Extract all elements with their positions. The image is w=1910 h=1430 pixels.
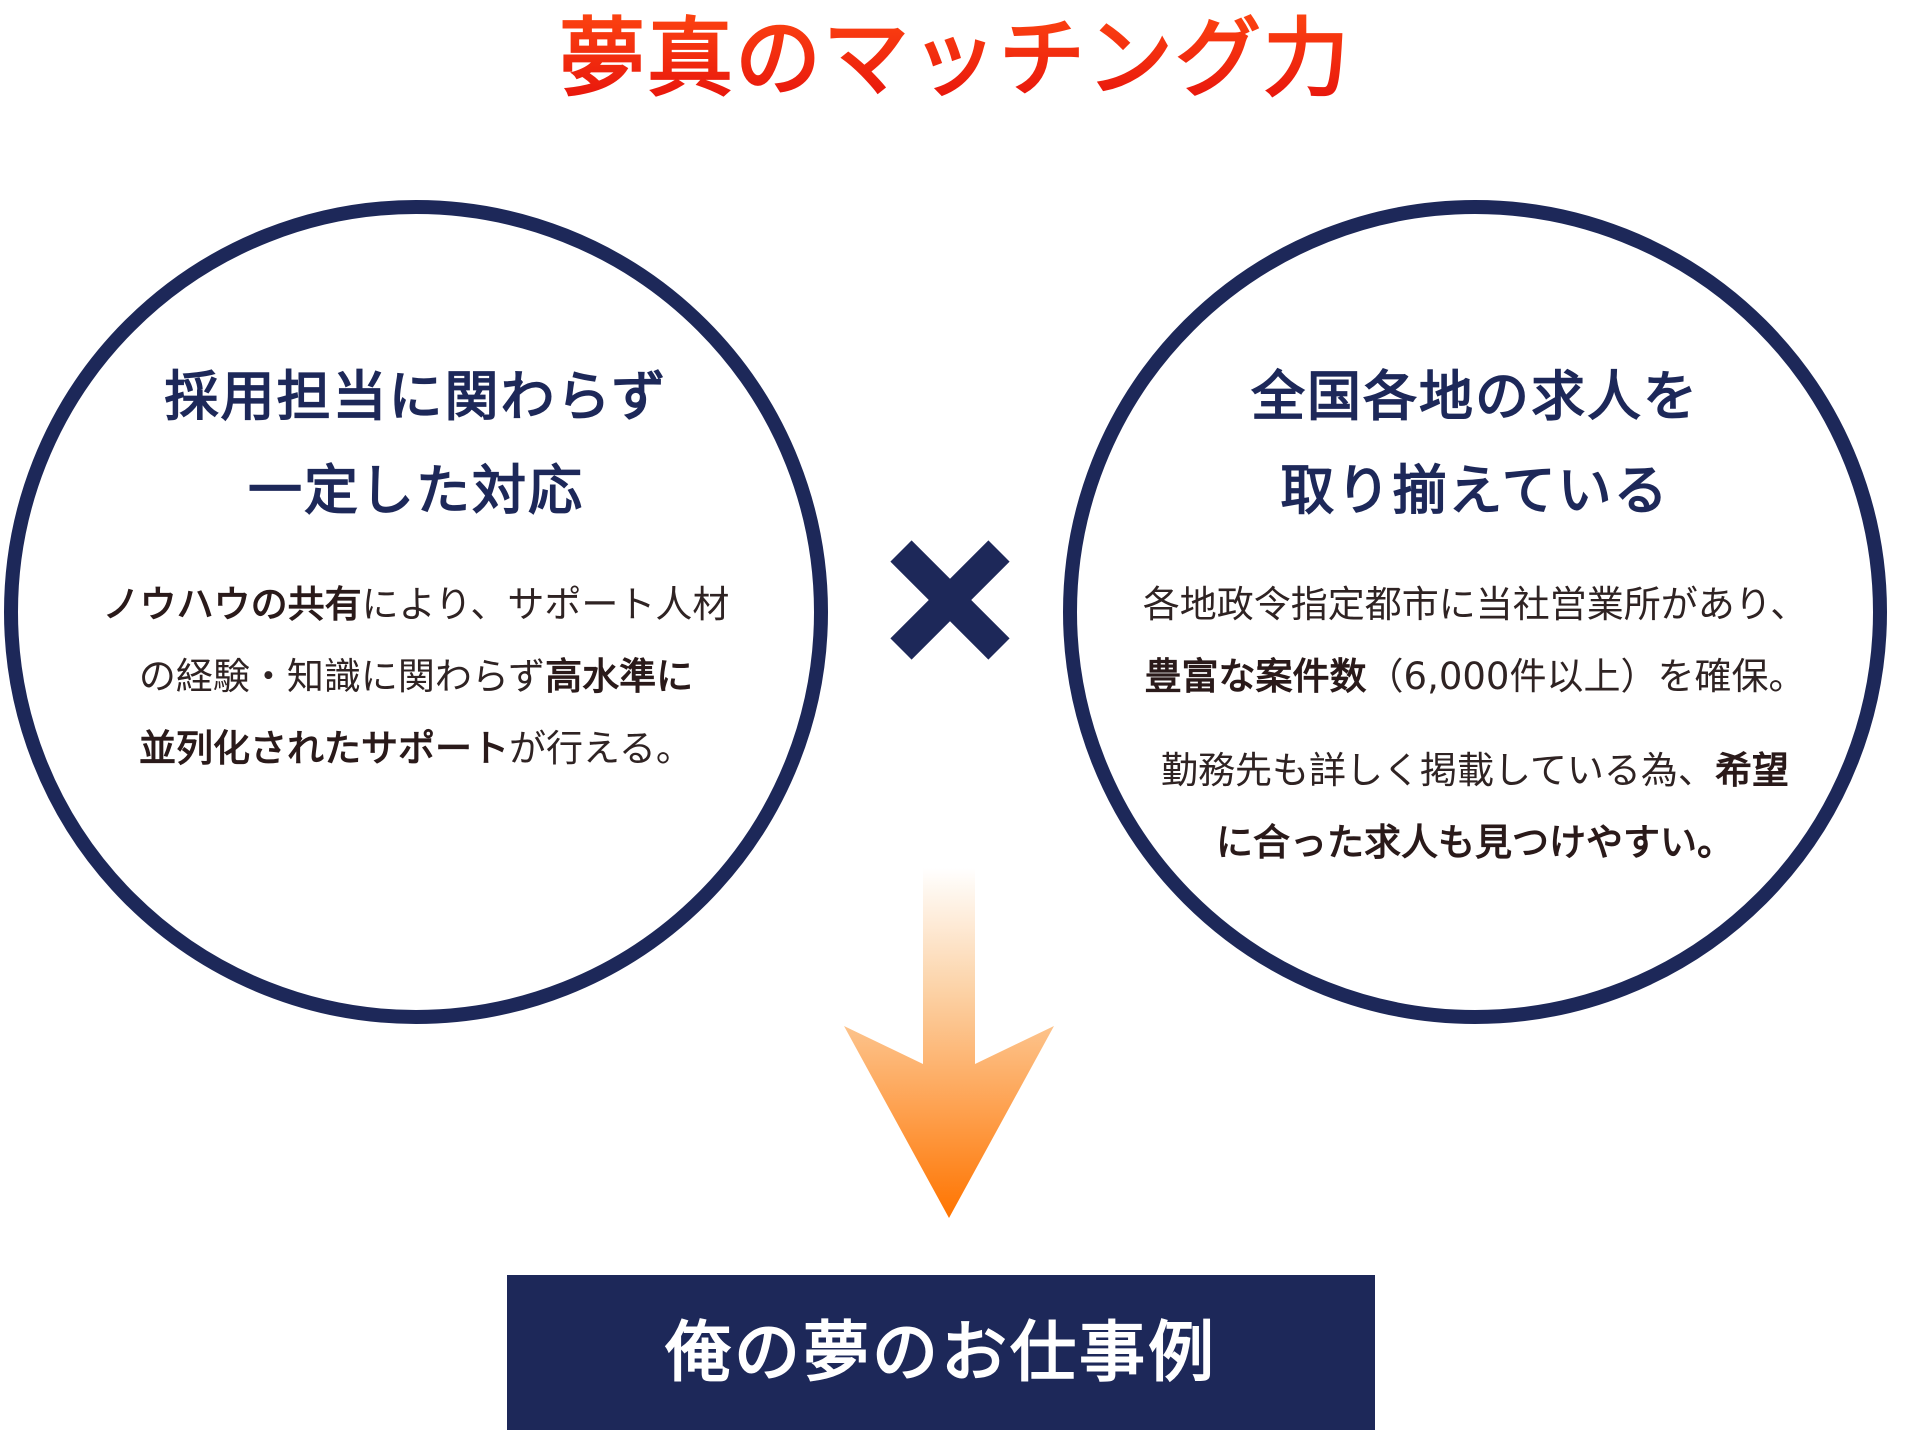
left-body-line1-bold: ノウハウの共有 [102,583,362,626]
right-body-p1-line2-bold: 豊富な案件数 [1144,655,1367,698]
left-feature-circle: 採用担当に関わらず 一定した対応 ノウハウの共有により、サポート人材 の経験・知… [4,200,828,1024]
left-body-line3: 並列化されたサポートが行える。 [58,713,774,785]
left-circle-heading: 採用担当に関わらず 一定した対応 [18,350,814,538]
right-feature-circle: 全国各地の求人を 取り揃えている 各地政令指定都市に当社営業所があり、 豊富な案… [1063,200,1887,1024]
right-body-p1-line2-rest: （6,000件以上）を確保。 [1366,655,1806,698]
right-body-p2-line2-bold: に合った求人も見つけやすい。 [1216,821,1734,864]
left-heading-line2: 一定した対応 [248,459,584,522]
right-body-p2-line1: 勤務先も詳しく掲載している為、希望 [1117,735,1833,807]
right-heading-line1: 全国各地の求人を [1251,365,1699,428]
down-arrow-icon [844,868,1054,1218]
left-circle-body: ノウハウの共有により、サポート人材 の経験・知識に関わらず高水準に 並列化された… [58,569,774,785]
left-body-line1-rest: により、サポート人材 [361,583,730,626]
result-banner: 俺の夢のお仕事例 [507,1275,1375,1430]
right-body-p2-line1-plain: 勤務先も詳しく掲載している為、 [1161,749,1715,792]
left-body-line2-bold: 高水準に [545,655,694,698]
left-heading-line1: 採用担当に関わらず [164,365,668,428]
right-heading-line2: 取り揃えている [1280,459,1670,522]
right-body-p2-line1-bold: 希望 [1714,749,1789,792]
left-body-line2: の経験・知識に関わらず高水準に [58,641,774,713]
right-circle-body: 各地政令指定都市に当社営業所があり、 豊富な案件数（6,000件以上）を確保。 … [1117,569,1833,879]
multiply-icon [890,540,1010,660]
left-body-line3-rest: が行える。 [509,727,693,770]
right-body-p1-line1: 各地政令指定都市に当社営業所があり、 [1142,583,1808,626]
right-body-p1-line2: 豊富な案件数（6,000件以上）を確保。 [1117,641,1833,713]
right-circle-heading: 全国各地の求人を 取り揃えている [1077,350,1873,538]
right-body-p2-line2: に合った求人も見つけやすい。 [1117,807,1833,879]
left-body-line3-bold: 並列化されたサポート [139,727,510,770]
left-body-line1: ノウハウの共有により、サポート人材 [58,569,774,641]
left-body-line2-plain: の経験・知識に関わらず [138,655,546,698]
page-title: 夢真のマッチング力 [0,0,1910,120]
